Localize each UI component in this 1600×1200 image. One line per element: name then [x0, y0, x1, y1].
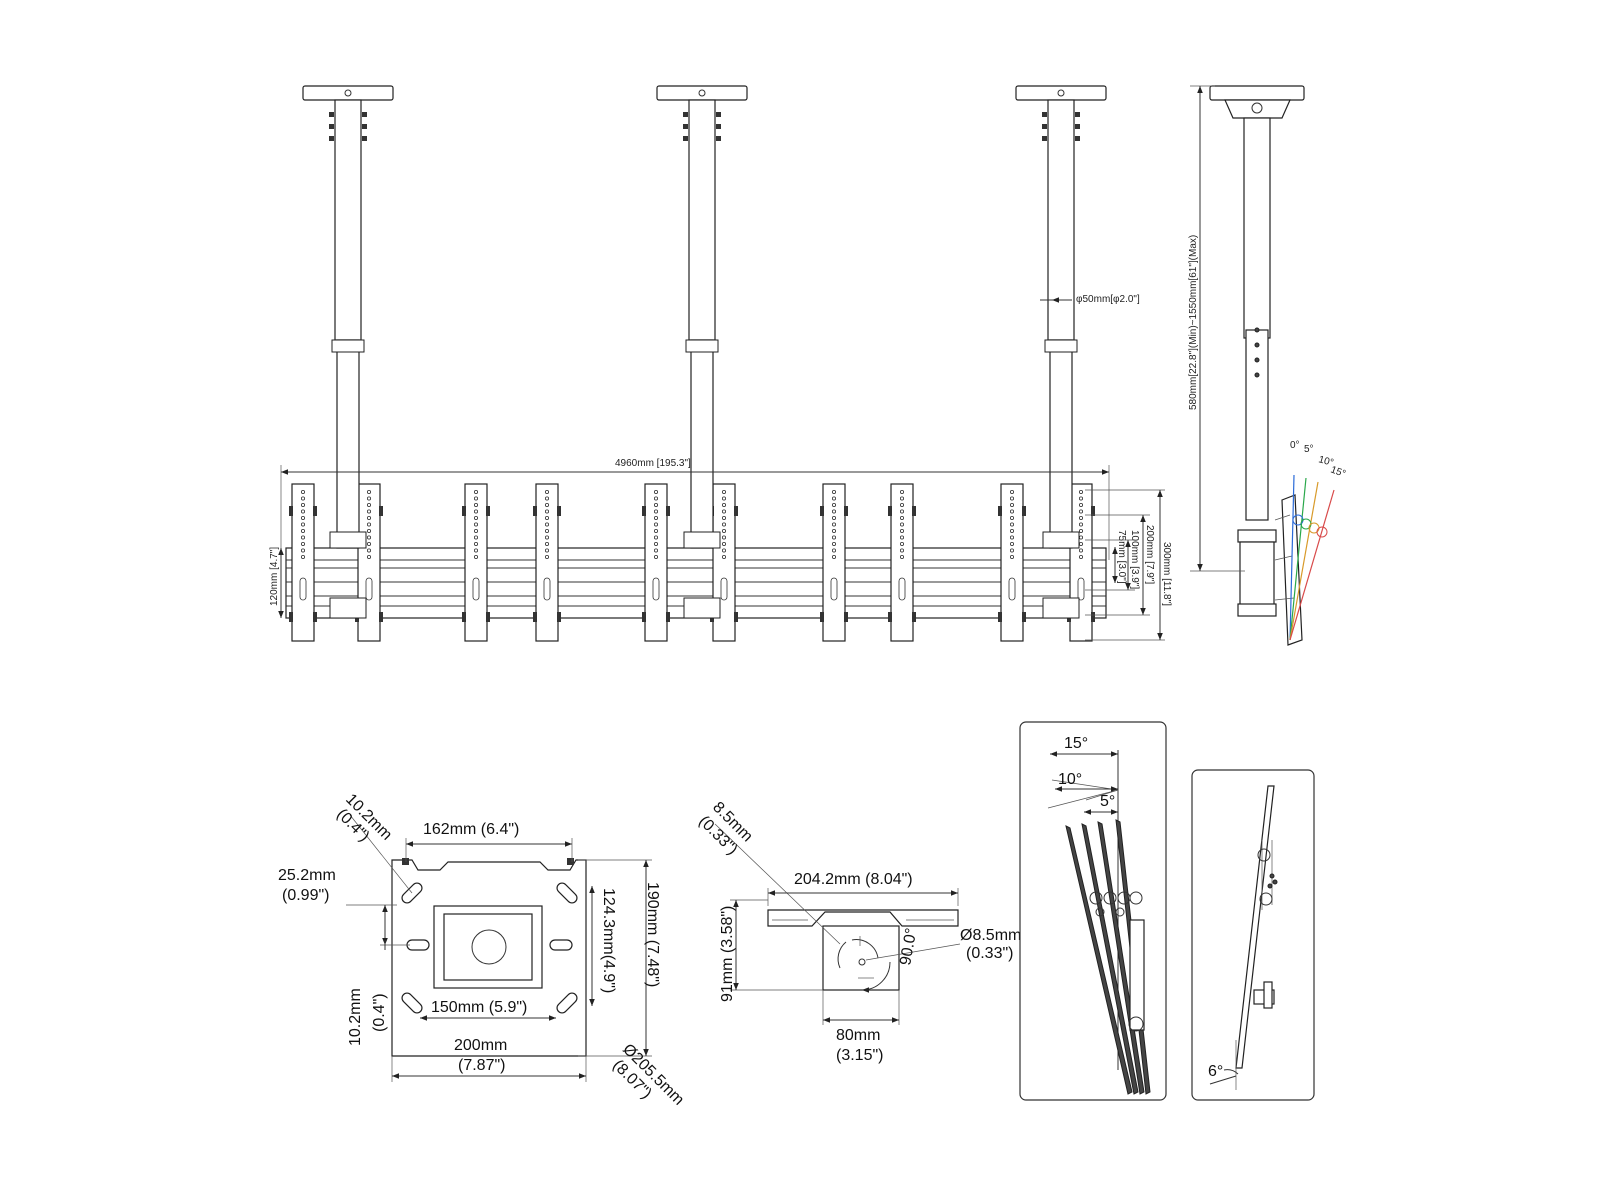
rail-height-label: 120mm [4.7"]: [269, 547, 280, 606]
side-offset-in-label: (0.99"): [282, 887, 329, 904]
side-elevation-view: 0° 5° 10° 15° 580mm[22.8"](Min)~1550mm[6…: [1188, 85, 1347, 646]
total-width-label: 4960mm [195.3"]: [615, 458, 691, 469]
vesa-200-label: 200mm [7.9"]: [1144, 525, 1155, 584]
tilt-10-label: 10°: [1317, 454, 1334, 469]
slot-left-label: 10.2mm: [347, 988, 364, 1046]
tilt-15-angle: 15°: [1064, 735, 1088, 752]
vertical-bracket: [289, 483, 317, 642]
vertical-bracket: [888, 483, 916, 642]
bracket-height-label: 91mm (3.58"): [719, 906, 736, 1002]
pole-height-label: 580mm[22.8"](Min)~1550mm[61"](Max): [1188, 235, 1199, 410]
front-elevation-view: 4960mm [195.3"] 120mm [4.7"] φ50mm[φ2.0"…: [269, 85, 1172, 642]
hole-in-label: (0.33"): [966, 945, 1013, 962]
hole-spacing-bottom-label: 150mm (5.9"): [431, 999, 527, 1016]
ceiling-poles: [302, 85, 1107, 619]
tilt-line-0: [1289, 474, 1295, 641]
vertical-bracket: [462, 483, 490, 642]
tilt-0-label: 0°: [1290, 440, 1300, 451]
vertical-bracket: [533, 483, 561, 642]
tilt-5-angle: 5°: [1100, 793, 1115, 810]
tilt-range-panel: 15° 10° 5°: [1019, 721, 1167, 1101]
bracket-view: 8.5mm (0.33") 204.2mm (8.04") 91mm (3.58…: [695, 799, 1021, 1064]
vertical-bracket: [998, 483, 1026, 642]
plate-width-label: 200mm: [454, 1037, 507, 1054]
tilt-line-10: [1289, 481, 1319, 641]
vesa-100-label: 100mm [3.9"]: [1129, 530, 1140, 589]
hole-spacing-top-label: 162mm (6.4"): [423, 821, 519, 838]
angle-label: 90.0°: [897, 927, 920, 967]
vertical-bracket: [642, 483, 670, 642]
outer-height-label: 190mm (7.48"): [644, 882, 661, 987]
vertical-brackets: [289, 483, 1095, 642]
spacing-label: 80mm: [836, 1027, 880, 1044]
vesa-75-label: 75mm [3.0"]: [1116, 530, 1127, 584]
tilt-line-5: [1289, 477, 1307, 641]
offset-angle-label: 6°: [1208, 1063, 1223, 1080]
slot-left-in-label: (0.4"): [371, 993, 388, 1032]
plate-width-in-label: (7.87"): [458, 1057, 505, 1074]
tilt-15-label: 15°: [1329, 464, 1347, 480]
vertical-bracket: [820, 483, 848, 642]
vesa-300-label: 300mm [11.8"]: [1161, 542, 1172, 606]
tilt-5-label: 5°: [1304, 444, 1314, 455]
ceiling-pole: [656, 85, 748, 619]
tilt-10-angle: 10°: [1058, 771, 1082, 788]
tilt-line-15: [1289, 489, 1335, 641]
side-offset-label: 25.2mm: [278, 867, 336, 884]
spacing-in-label: (3.15"): [836, 1047, 883, 1064]
wall-offset-panel: 6°: [1191, 769, 1315, 1101]
pole-diameter-label: φ50mm[φ2.0"]: [1076, 294, 1140, 305]
ceiling-plate-view: 162mm (6.4") 10.2mm (0.4") 25.2mm (0.99"…: [278, 791, 687, 1109]
bracket-width-label: 204.2mm (8.04"): [794, 871, 913, 888]
ceiling-pole: [302, 85, 394, 619]
inner-height-label: 124.3mm(4.9"): [600, 888, 617, 993]
hole-label: Ø8.5mm: [960, 927, 1021, 944]
